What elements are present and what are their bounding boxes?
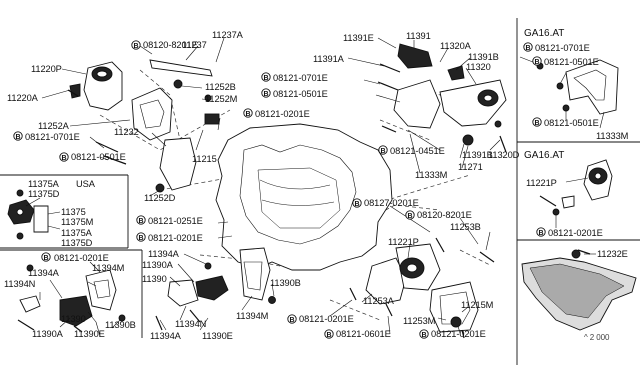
callout-11252a: 11252A xyxy=(38,121,69,131)
callout-08121-0201e-inset: 08121-0201E xyxy=(54,253,109,263)
front-mount-assembly xyxy=(365,243,479,333)
panel-frames xyxy=(0,18,640,365)
callout-11221p: 11221P xyxy=(388,237,419,247)
callout-11221p-ga16: 11221P xyxy=(526,178,557,188)
callout-11394m-inset: 11394M xyxy=(92,263,125,273)
leader-lines xyxy=(25,37,605,337)
callout-11390: 11390 xyxy=(142,274,167,284)
callout-11394n-inset: 11394N xyxy=(4,279,36,289)
callout-11394m: 11394M xyxy=(236,311,269,321)
callout-11394a-inset: 11394A xyxy=(28,268,59,278)
engine-block xyxy=(215,123,393,271)
callout-11375: 11375 xyxy=(61,207,86,217)
callout-11391b-lower: 11391B xyxy=(462,150,493,160)
ga16-at-top-heading: GA16.AT xyxy=(524,28,565,39)
callout-11237: 11237 xyxy=(182,40,207,50)
left-mount-insulator xyxy=(69,61,123,111)
callout-08121-0201e-mid: 08121-0201E xyxy=(148,233,203,243)
callout-11237a: 11237A xyxy=(212,30,243,40)
callout-11375a-usa: 11375A xyxy=(28,179,59,189)
callout-11333m-ga16: 11333M xyxy=(596,131,629,141)
callout-11390-inset: 11390 xyxy=(61,314,86,324)
callout-11253a: 11253A xyxy=(363,296,394,306)
callout-11375d-usa: 11375D xyxy=(28,189,60,199)
lower-brackets xyxy=(167,247,276,307)
callout-11390b-inset: 11390B xyxy=(105,320,136,330)
callout-08121-0201e-top: 08121-0201E xyxy=(255,109,310,119)
callout-11320: 11320 xyxy=(466,62,491,72)
callout-11391e: 11391E xyxy=(343,33,374,43)
ga16-mid-mount xyxy=(552,159,613,216)
ga16-top-bracket xyxy=(536,59,619,115)
callout-11252m: 11252M xyxy=(205,94,238,104)
callout-08121-0501e-ga16-b: 08121-0501E xyxy=(544,118,599,128)
callout-11375a-lower: 11375A xyxy=(61,228,92,238)
callout-11394n: 11394N xyxy=(175,319,207,329)
callout-11320a: 11320A xyxy=(440,41,471,51)
lower-left-inset-parts xyxy=(19,264,126,327)
callout-11215m: 11215M xyxy=(461,300,494,310)
bolts xyxy=(17,63,591,339)
callout-11333m: 11333M xyxy=(415,170,448,180)
insulator-plate xyxy=(521,249,637,331)
left-brackets xyxy=(131,59,220,193)
callout-08121-0701e-ga16: 08121-0701E xyxy=(535,43,590,53)
callout-11220a: 11220A xyxy=(7,93,38,103)
callout-11390e-inset: 11390E xyxy=(74,329,105,339)
callout-08121-0701e-left: 08121-0701E xyxy=(25,132,80,142)
callout-11390e: 11390E xyxy=(202,331,233,341)
callout-08121-0601e: 08121-0601E xyxy=(336,329,391,339)
callout-08121-0201e-bottom: 08121-0201E xyxy=(299,314,354,324)
callout-11215: 11215 xyxy=(192,154,217,164)
callout-08121-0501e-left: 08121-0501E xyxy=(71,152,126,162)
usa-label: USA xyxy=(76,179,95,189)
callout-08120-8201e: 08120-8201E xyxy=(143,40,198,50)
callout-11253b: 11253B xyxy=(450,222,481,232)
callout-08121-0251e: 08121-0251E xyxy=(148,216,203,226)
callout-11220p: 11220P xyxy=(31,64,62,74)
callout-08120-8201e-right: 08120-8201E xyxy=(417,210,472,220)
callout-11394a: 11394A xyxy=(148,249,179,259)
callout-11375d-lower: 11375D xyxy=(61,238,93,248)
callout-11253m: 11253M xyxy=(403,316,436,326)
callout-11320d: 11320D xyxy=(488,150,520,160)
callout-11390a-inset: 11390A xyxy=(32,329,63,339)
callout-11252d: 11252D xyxy=(144,193,176,203)
callout-11391b-top: 11391B xyxy=(468,52,499,62)
callout-11394a-lower: 11394A xyxy=(150,331,181,341)
callout-11375m: 11375M xyxy=(61,217,94,227)
callout-11232e: 11232E xyxy=(597,249,628,259)
callout-11232: 11232 xyxy=(114,127,139,137)
rear-mount-assembly xyxy=(393,43,507,146)
callout-11391: 11391 xyxy=(406,31,431,41)
usa-inset-parts xyxy=(7,189,49,240)
drawing-code: ^ 2 000 xyxy=(584,333,610,342)
ga16-at-mid-heading: GA16.AT xyxy=(524,150,565,161)
callout-08127-0201e: 08127-0201E xyxy=(364,198,419,208)
callout-08121-0501e-ga16-a: 08121-0501E xyxy=(544,57,599,67)
callout-08121-0201e-ga16: 08121-0201E xyxy=(548,228,603,238)
callout-08121-0501e-right: 08121-0501E xyxy=(273,89,328,99)
callout-08121-0701e-right: 08121-0701E xyxy=(273,73,328,83)
callout-11390a: 11390A xyxy=(142,260,173,270)
callout-11252b: 11252B xyxy=(205,82,236,92)
callout-08121-0201e-right-bottom: 08121-0201E xyxy=(431,329,486,339)
callout-08121-0451e: 08121-0451E xyxy=(390,146,445,156)
callout-11391a: 11391A xyxy=(313,54,344,64)
callout-11390b: 11390B xyxy=(270,278,301,288)
callout-11271: 11271 xyxy=(458,162,483,172)
